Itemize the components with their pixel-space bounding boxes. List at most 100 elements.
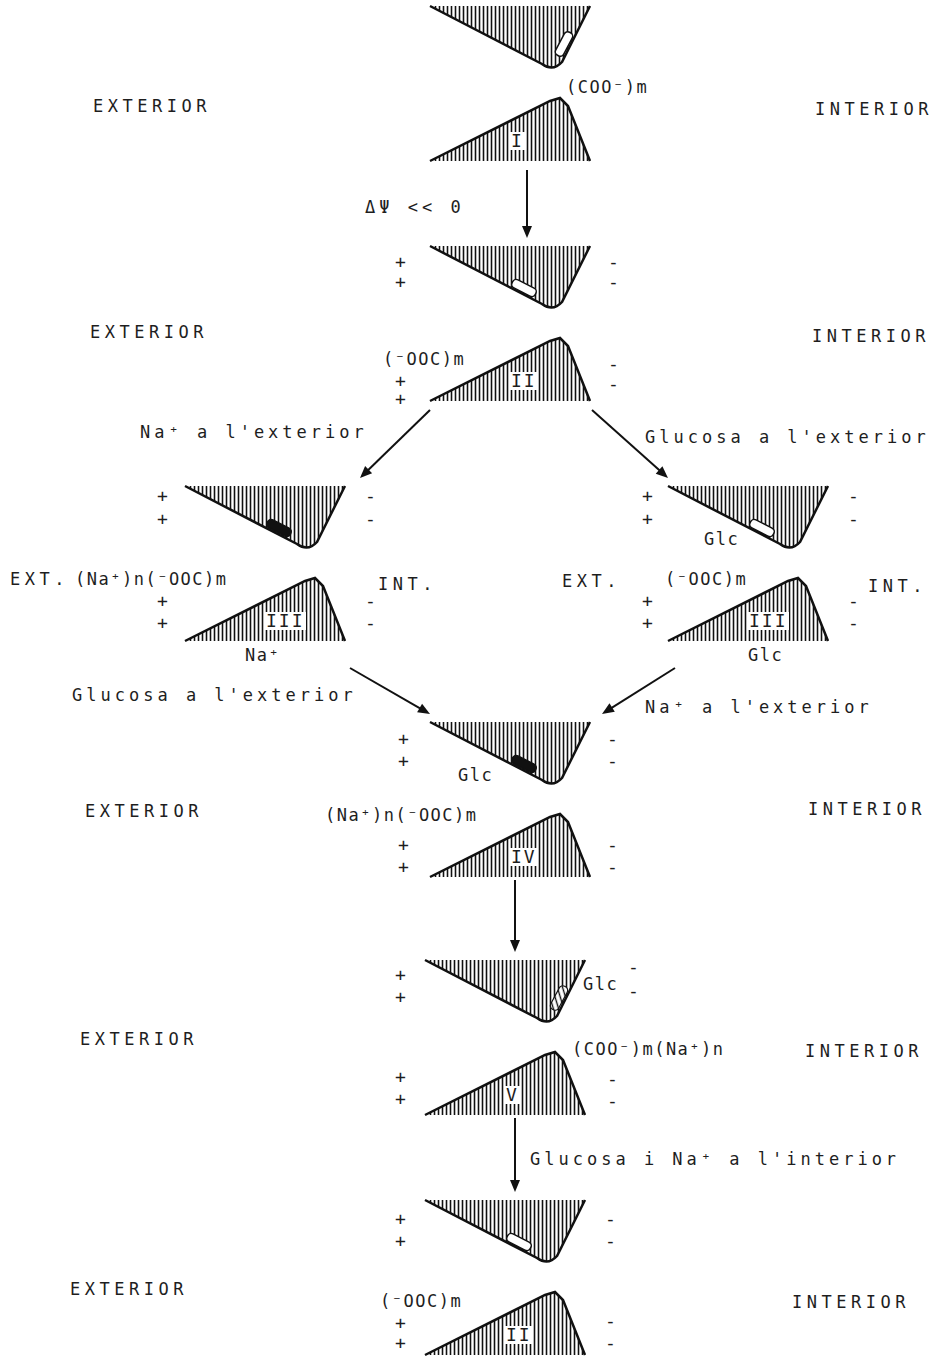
charge-sign: -: [605, 1210, 616, 1228]
group-label: Glc: [748, 646, 783, 664]
charge-sign: +: [395, 966, 406, 984]
charge-sign: +: [395, 390, 406, 408]
side-label: INTERIOR: [792, 1293, 910, 1311]
reaction-arrow: [510, 880, 520, 952]
charge-sign: -: [365, 510, 376, 528]
charge-sign: -: [605, 1334, 616, 1352]
charge-sign: -: [607, 836, 618, 854]
transporter-state: (Na⁺)n(⁻OOC)mIII Na⁺: [70, 478, 360, 668]
charge-sign: -: [848, 614, 859, 632]
side-label: EXT.: [10, 570, 69, 588]
charge-sign: -: [607, 1070, 618, 1088]
charge-sign: -: [607, 752, 618, 770]
transporter-state: (⁻OOC)mII: [376, 238, 626, 410]
transporter-state: Glc (Na⁺)n(⁻OOC)mIV: [320, 714, 610, 880]
side-label: INT.: [378, 575, 437, 593]
transporter-shape: [320, 714, 610, 880]
side-label: INTERIOR: [805, 1042, 923, 1060]
charge-sign: +: [642, 510, 653, 528]
reaction-arrow: [510, 1118, 520, 1192]
transporter-state: Glc(⁻OOC)mIIIGlc: [660, 478, 845, 668]
side-label: EXTERIOR: [93, 97, 211, 115]
arrow-label: Na⁺ a l'exterior: [645, 698, 873, 716]
charge-sign: +: [395, 1334, 406, 1352]
group-label: Na⁺: [245, 646, 280, 664]
group-label: (Na⁺)n(⁻OOC)m: [75, 570, 228, 588]
charge-sign: +: [395, 1314, 406, 1332]
binding-site: [554, 30, 574, 57]
transporter-state: (COO⁻)mI: [425, 0, 670, 170]
charge-sign: +: [642, 614, 653, 632]
charge-sign: -: [848, 487, 859, 505]
group-label: (⁻OOC)m: [380, 1292, 462, 1310]
transporter-state: (⁻OOC)mII: [373, 1192, 598, 1356]
group-label: Glc: [583, 975, 618, 993]
charge-sign: -: [848, 510, 859, 528]
charge-sign: +: [157, 592, 168, 610]
charge-sign: -: [628, 982, 639, 1000]
reaction-arrow: [360, 410, 430, 478]
state-numeral: II: [510, 372, 538, 390]
charge-sign: +: [398, 836, 409, 854]
group-label: (Na⁺)n(⁻OOC)m: [325, 806, 478, 824]
charge-sign: -: [608, 375, 619, 393]
binding-site: [505, 1232, 532, 1252]
state-numeral: V: [505, 1086, 520, 1104]
charge-sign: +: [395, 253, 406, 271]
charge-sign: -: [608, 355, 619, 373]
state-numeral: II: [505, 1326, 533, 1344]
charge-sign: -: [628, 958, 639, 976]
state-numeral: I: [510, 132, 525, 150]
group-label: (⁻OOC)m: [383, 350, 465, 368]
charge-sign: -: [608, 253, 619, 271]
binding-site: [748, 518, 775, 538]
charge-sign: -: [607, 1092, 618, 1110]
side-label: EXTERIOR: [90, 323, 208, 341]
charge-sign: -: [607, 730, 618, 748]
arrow-label: ΔΨ << 0: [365, 198, 465, 216]
charge-sign: +: [395, 1232, 406, 1250]
group-label: Glc: [458, 766, 493, 784]
charge-sign: +: [157, 510, 168, 528]
charge-sign: +: [395, 1090, 406, 1108]
side-label: EXTERIOR: [85, 802, 203, 820]
side-label: EXTERIOR: [80, 1030, 198, 1048]
transporter-shape: [373, 1192, 598, 1356]
arrow-label: Glucosa i Na⁺ a l'interior: [530, 1150, 900, 1168]
charge-sign: +: [642, 487, 653, 505]
group-label: Glc: [704, 530, 739, 548]
charge-sign: -: [365, 592, 376, 610]
state-numeral: III: [265, 612, 306, 630]
charge-sign: +: [395, 1068, 406, 1086]
charge-sign: -: [848, 592, 859, 610]
side-label: INTERIOR: [812, 327, 930, 345]
charge-sign: -: [365, 487, 376, 505]
transporter-shape: [376, 238, 626, 410]
charge-sign: +: [642, 592, 653, 610]
binding-site: [265, 518, 292, 538]
charge-sign: +: [395, 273, 406, 291]
side-label: EXT.: [562, 572, 621, 590]
reaction-arrow: [522, 170, 532, 238]
state-numeral: III: [748, 612, 789, 630]
binding-site: [510, 278, 537, 298]
side-label: EXTERIOR: [70, 1280, 188, 1298]
reaction-arrow: [350, 668, 430, 714]
side-label: INTERIOR: [808, 800, 926, 818]
group-label: (COO⁻)m: [566, 78, 648, 96]
group-label: (COO⁻)m(Na⁺)n: [572, 1040, 725, 1058]
charge-sign: -: [605, 1312, 616, 1330]
charge-sign: -: [608, 273, 619, 291]
binding-site: [549, 984, 569, 1011]
charge-sign: +: [398, 858, 409, 876]
charge-sign: +: [395, 1210, 406, 1228]
charge-sign: +: [157, 614, 168, 632]
charge-sign: -: [365, 614, 376, 632]
charge-sign: +: [395, 372, 406, 390]
binding-site: [510, 754, 537, 774]
arrow-label: Na⁺ a l'exterior: [140, 423, 368, 441]
side-label: INT.: [868, 577, 927, 595]
state-numeral: IV: [510, 848, 538, 866]
side-label: INTERIOR: [815, 100, 933, 118]
arrow-label: Glucosa a l'exterior: [72, 686, 357, 704]
